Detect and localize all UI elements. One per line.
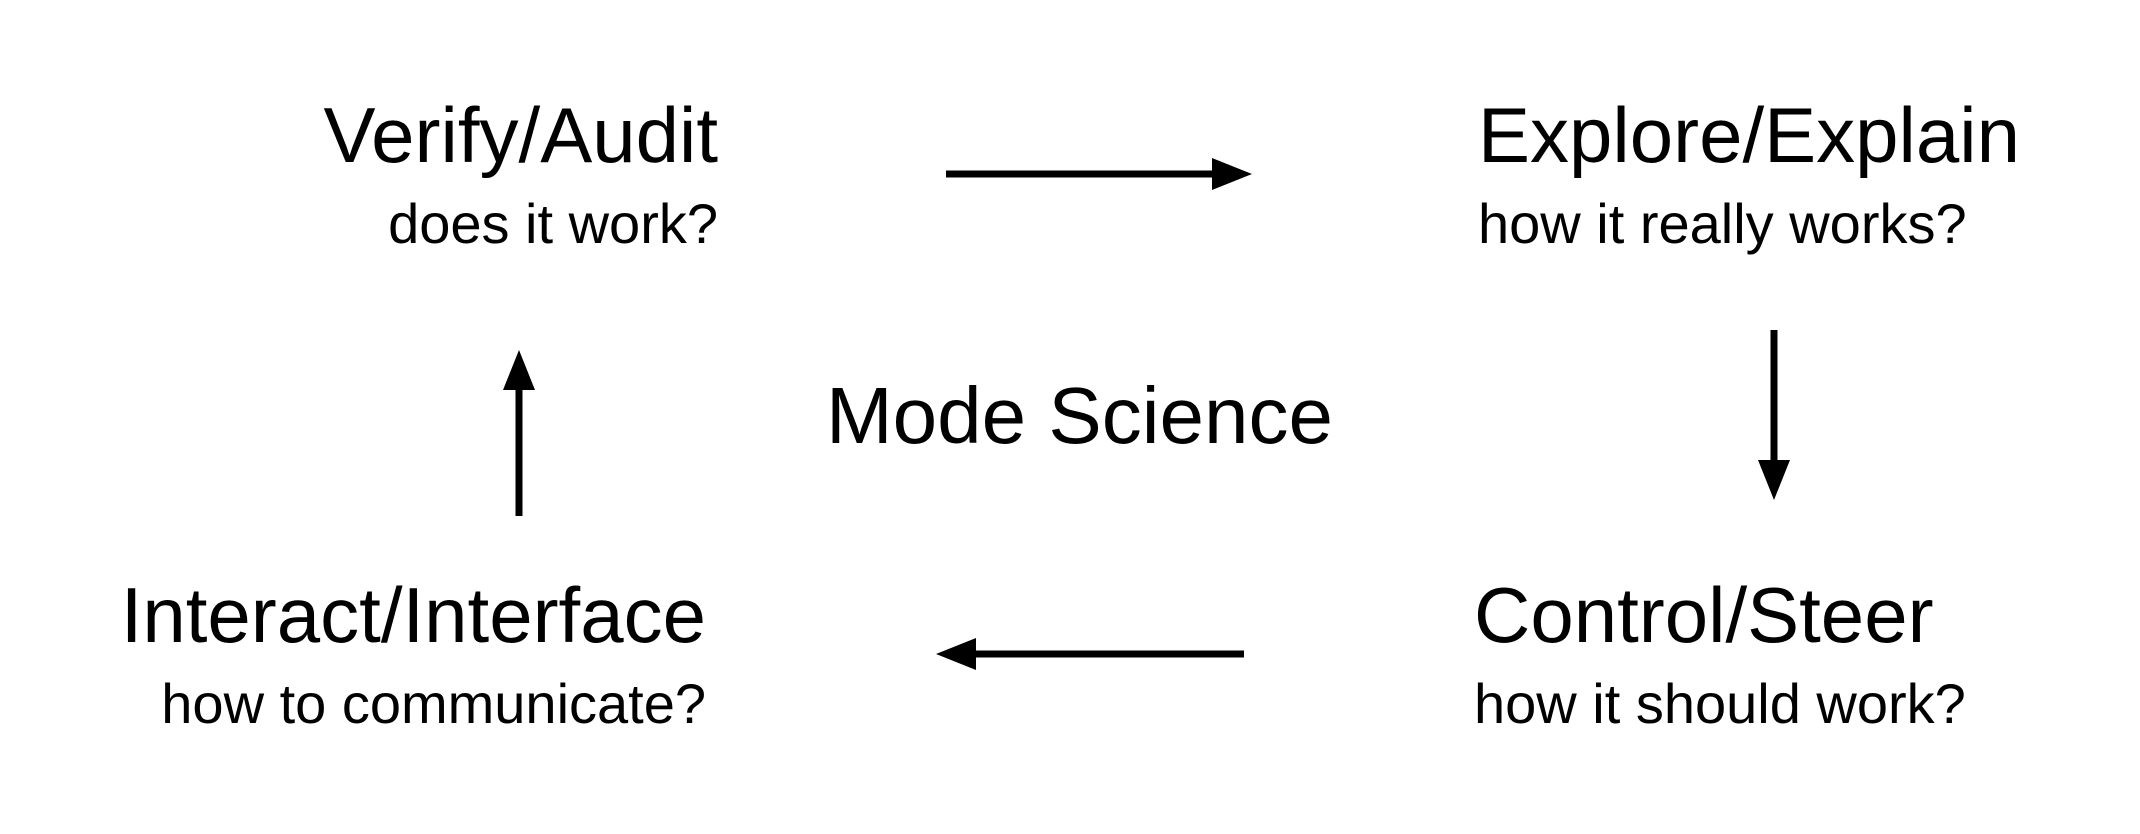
arrow-head (1212, 158, 1252, 190)
node-control-steer: Control/Steer how it should work? (1474, 576, 1966, 732)
node-interact-interface: Interact/Interface how to communicate? (121, 576, 706, 732)
node-title: Interact/Interface (120, 571, 706, 659)
node-subtitle: does it work? (388, 192, 718, 255)
arrow-head (503, 350, 535, 390)
arrow-head (936, 638, 976, 670)
node-verify-audit: Verify/Audit does it work? (323, 96, 718, 252)
node-subtitle: how it should work? (1474, 672, 1966, 735)
arrow-head (1758, 460, 1790, 500)
node-subtitle: how to communicate? (161, 672, 706, 735)
arrow-control-to-interact (936, 638, 1244, 670)
node-subtitle: how it really works? (1478, 192, 1967, 255)
node-title: Control/Steer (1474, 571, 1934, 659)
arrow-verify-to-explore (946, 158, 1252, 190)
node-explore-explain: Explore/Explain how it really works? (1478, 96, 2020, 252)
node-title: Explore/Explain (1478, 91, 2020, 179)
node-title: Verify/Audit (323, 91, 718, 179)
center-label: Mode Science (826, 371, 1333, 460)
arrow-interact-to-verify (503, 350, 535, 516)
arrow-explore-to-control (1758, 330, 1790, 500)
